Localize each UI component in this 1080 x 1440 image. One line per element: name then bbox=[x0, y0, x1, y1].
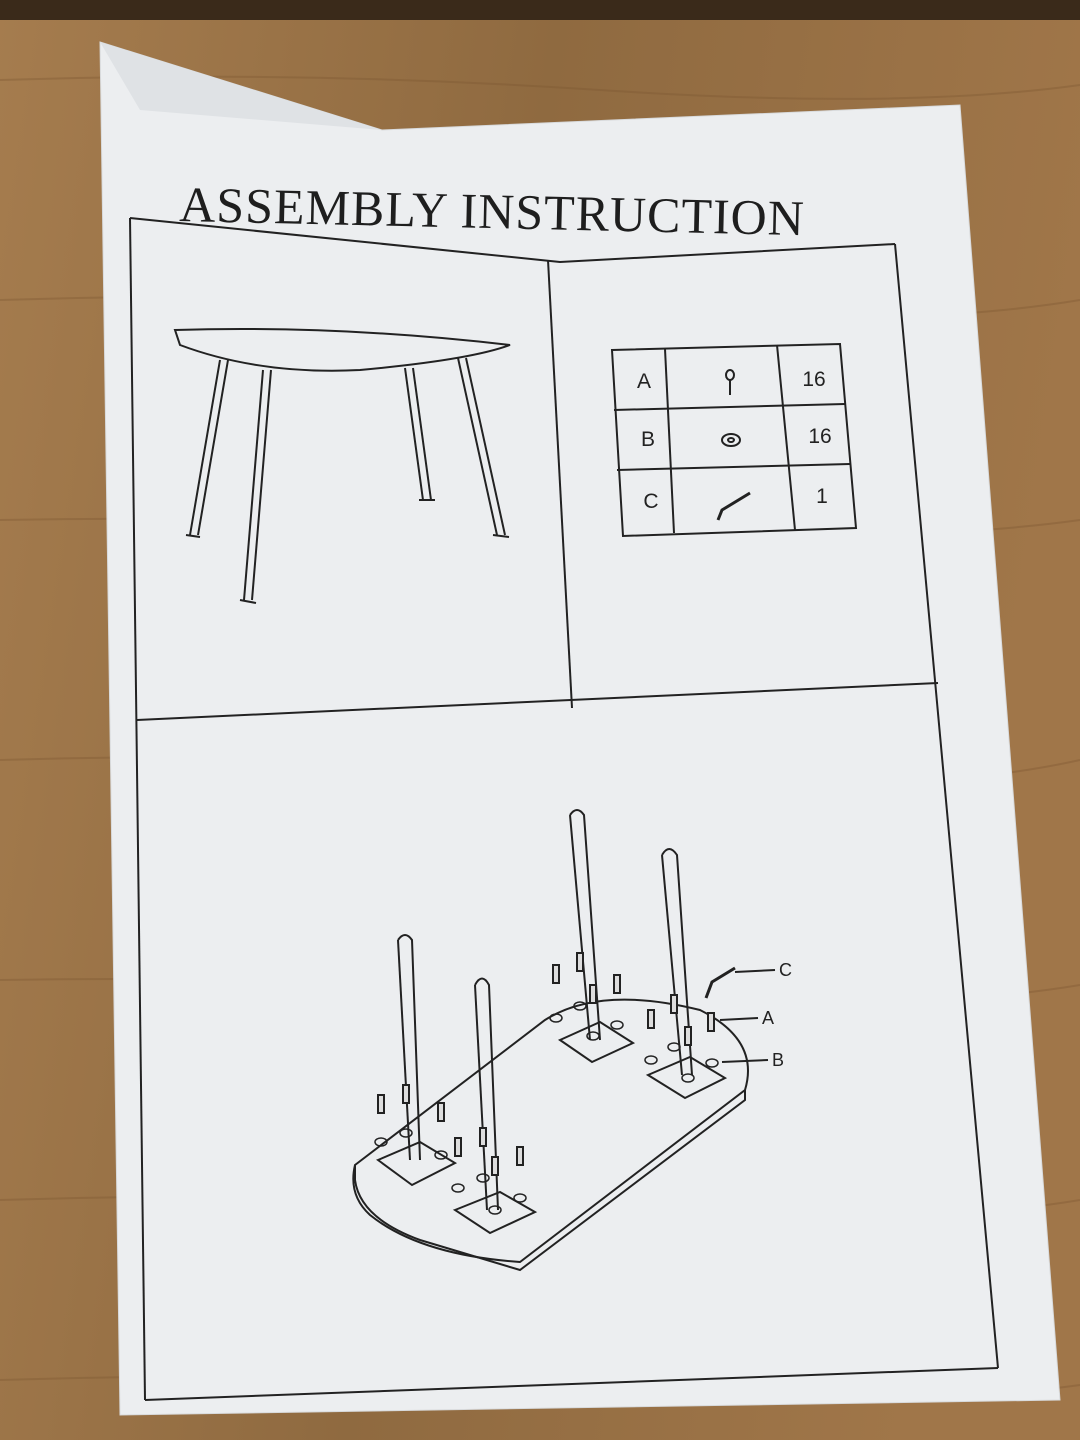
part-c-qty: 1 bbox=[816, 485, 828, 508]
table-illustration bbox=[173, 328, 511, 604]
part-b-letter: B bbox=[640, 428, 655, 451]
parts-table bbox=[610, 342, 858, 538]
part-b-qty: 16 bbox=[808, 425, 832, 448]
washer-icon bbox=[721, 433, 741, 447]
part-c-letter: C bbox=[643, 490, 659, 513]
screw-icon bbox=[725, 369, 735, 395]
page-frame bbox=[129, 217, 999, 1401]
paper bbox=[99, 41, 1061, 1416]
part-a-letter: A bbox=[636, 370, 651, 393]
allen-key-icon bbox=[716, 491, 751, 521]
washers bbox=[374, 1001, 719, 1215]
callout-c: C bbox=[779, 960, 792, 980]
callout-b: B bbox=[772, 1050, 785, 1070]
assembly-diagram bbox=[352, 809, 776, 1272]
screws bbox=[377, 952, 715, 1176]
part-a-qty: 16 bbox=[802, 368, 826, 391]
callout-a: A bbox=[762, 1008, 775, 1028]
